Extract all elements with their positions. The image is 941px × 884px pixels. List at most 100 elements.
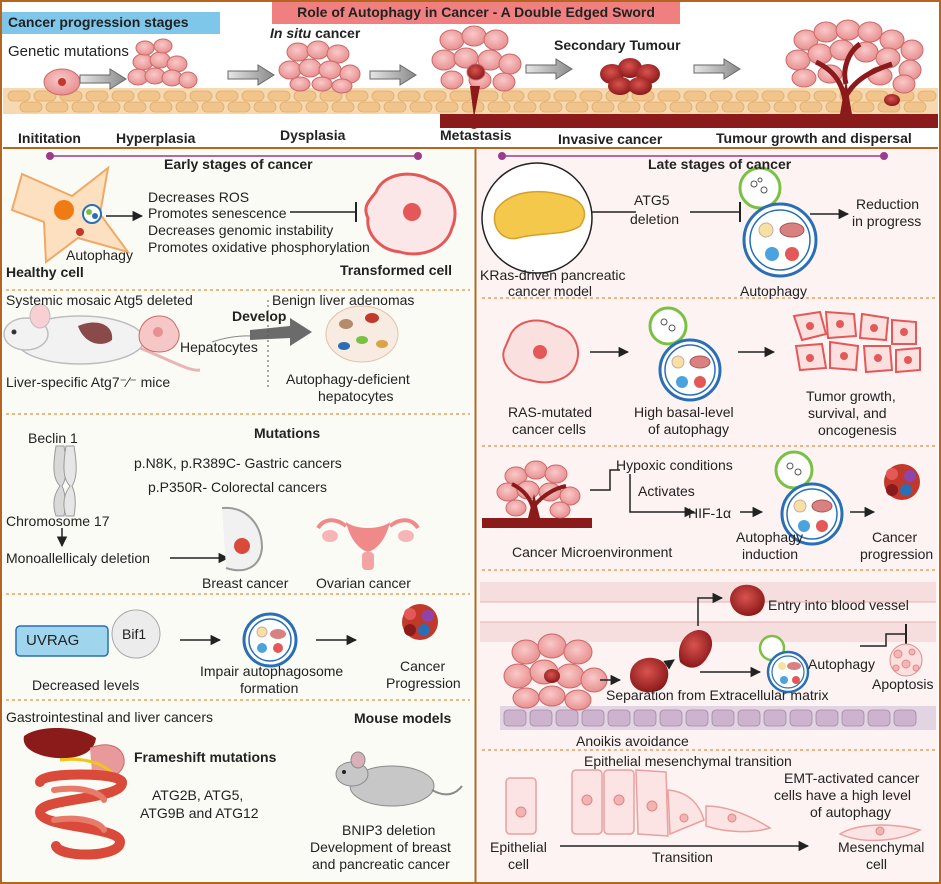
healthy-cell	[10, 165, 131, 264]
bnip3-development: Development of breast	[310, 839, 451, 855]
anoikis-label: Anoikis avoidance	[576, 733, 689, 749]
autophagosome-r3	[774, 450, 844, 546]
emt-activated-3: of autophagy	[810, 804, 891, 820]
autophagy-label-r4: Autophagy	[808, 656, 875, 672]
deficient-label-2: hepatocytes	[318, 388, 394, 404]
basal-label-2: of autophagy	[648, 421, 729, 437]
breast-cancer-label: Breast cancer	[202, 575, 289, 591]
cancer-progression-label-1: Cancer	[400, 658, 446, 674]
microenvironment-label: Cancer Microenvironment	[512, 544, 673, 560]
bnip3-label: BNIP3 deletion	[342, 822, 436, 838]
activates-label: Activates	[638, 483, 695, 499]
r4-arrows	[600, 592, 907, 686]
detached-cells	[544, 584, 765, 693]
tumor-cluster-r4	[503, 633, 608, 711]
emt-nuclei	[581, 794, 737, 823]
ras-mutated-cell	[502, 319, 579, 384]
progression-tag: Cancer progression stages	[8, 14, 189, 30]
inhibit-arrow-p1	[290, 202, 357, 222]
gi-organs	[23, 727, 127, 860]
tumor-growth-label-2: survival, and	[808, 405, 887, 421]
in-situ-rest: cancer	[311, 25, 361, 41]
effect-genomic-instability: Decreases genomic instability	[148, 222, 334, 238]
genetic-mutations-label: Genetic mutations	[8, 43, 129, 60]
hypoxia-connector	[590, 469, 696, 518]
impair-label-2: formation	[240, 680, 299, 696]
stage-label-metastasis: Metastasis	[440, 127, 512, 143]
hif1a-label: HIF-1α	[688, 505, 732, 521]
epithelial-label-1: Epithelial	[490, 839, 547, 855]
stage-label-dysplasia: Dysplasia	[280, 127, 346, 143]
autophagy-label-r1: Autophagy	[740, 283, 807, 299]
kras-label-2: cancer model	[508, 283, 593, 299]
hepatocyte-cluster	[138, 315, 180, 353]
tumor-grid-nuclei	[806, 320, 912, 364]
late-stages-label: Late stages of cancer	[648, 156, 792, 172]
stage-label-tumour-growth: Tumour growth and dispersal	[716, 130, 912, 146]
stage-hyperplasia-cells	[127, 38, 198, 89]
progression-tag-bg	[2, 12, 220, 34]
transition-label: Transition	[652, 849, 713, 865]
panel-dividers	[6, 289, 936, 751]
bif1-label: Bif1	[122, 626, 147, 642]
impair-label-1: Impair autophagosome	[200, 663, 344, 679]
epithelial-label-2: cell	[508, 856, 530, 872]
uvrag-label: UVRAG	[26, 632, 80, 649]
cancer-progression-r3-1: Cancer	[872, 529, 918, 545]
systemic-atg5-label: Systemic mosaic Atg5 deleted	[6, 292, 193, 308]
emt-label: Epithelial mesenchymal transition	[584, 753, 792, 769]
atg5-label: ATG5	[634, 192, 670, 208]
effect-decreases-ros: Decreases ROS	[148, 189, 250, 205]
ras-label-1: RAS-mutated	[508, 404, 593, 420]
healthy-autophagy-label: Autophagy	[66, 247, 133, 263]
stage-label-invasive: Invasive cancer	[558, 131, 663, 147]
emt-activated-2: cells have a high level	[774, 787, 911, 803]
reduction-label-2: in progress	[852, 213, 922, 229]
atg5-deletion-label: deletion	[630, 211, 680, 227]
tumor-growth-label-3: oncogenesis	[818, 422, 897, 438]
bnip3-pancreatic: and pancreatic cancer	[312, 856, 450, 872]
pancreas-circle	[481, 162, 593, 274]
ecm-band	[500, 706, 936, 730]
healthy-cell-label: Healthy cell	[6, 264, 84, 280]
gi-liver-cancers-label: Gastrointestinal and liver cancers	[6, 709, 213, 725]
stage-label-hyperplasia: Hyperplasia	[116, 130, 196, 146]
hepatocytes-label: Hepatocytes	[180, 339, 258, 355]
transformed-cell-label: Transformed cell	[340, 262, 453, 278]
apoptosis-label: Apoptosis	[872, 676, 934, 692]
deficient-label-1: Autophagy-deficient	[286, 371, 410, 387]
decreased-levels-label: Decreased levels	[32, 677, 140, 693]
mouse-illustration	[3, 303, 201, 372]
stage-metastasis-cells	[431, 25, 522, 129]
autophagy-induction-1: Autophagy	[736, 529, 803, 545]
stage-dysplasia-cells	[278, 40, 361, 94]
tumor-mass-r3	[884, 464, 920, 500]
uvrag-box	[15, 625, 109, 657]
epithelial-cell	[505, 777, 537, 835]
ovarian-cancer-label: Ovarian cancer	[316, 575, 411, 591]
chromosome-17-label: Chromosome 17	[6, 513, 110, 529]
autophagy-induction-2: induction	[742, 546, 799, 562]
transformed-cell	[364, 172, 457, 256]
tissue-band	[3, 88, 938, 128]
tumor-growth-label-1: Tumor growth,	[806, 388, 896, 404]
effect-promotes-senescence: Promotes senescence	[148, 205, 287, 221]
tumor-mass-p4	[402, 604, 438, 640]
ras-label-2: cancer cells	[512, 421, 586, 437]
gastric-mutations-label: p.N8K, p.R389C- Gastric cancers	[134, 455, 342, 471]
mesenchymal-cell	[838, 824, 923, 842]
stage-initiation-cell	[43, 68, 81, 96]
autophagosome-r2	[648, 306, 722, 402]
progression-arrows	[79, 58, 741, 90]
atg-genes-2: ATG9B and ATG12	[140, 805, 259, 821]
ovary-illustration	[316, 518, 420, 570]
mutations-label: Mutations	[254, 425, 321, 441]
develop-arrow	[250, 318, 312, 346]
frameshift-label: Frameshift mutations	[134, 749, 277, 765]
monoallelic-label: Monoallellicaly deletion	[6, 550, 150, 566]
effect-oxidative-phosphorylation: Promotes oxidative phosphorylation	[148, 239, 370, 255]
atg-genes-1: ATG2B, ATG5,	[152, 787, 244, 803]
reduction-label-1: Reduction	[856, 196, 920, 212]
